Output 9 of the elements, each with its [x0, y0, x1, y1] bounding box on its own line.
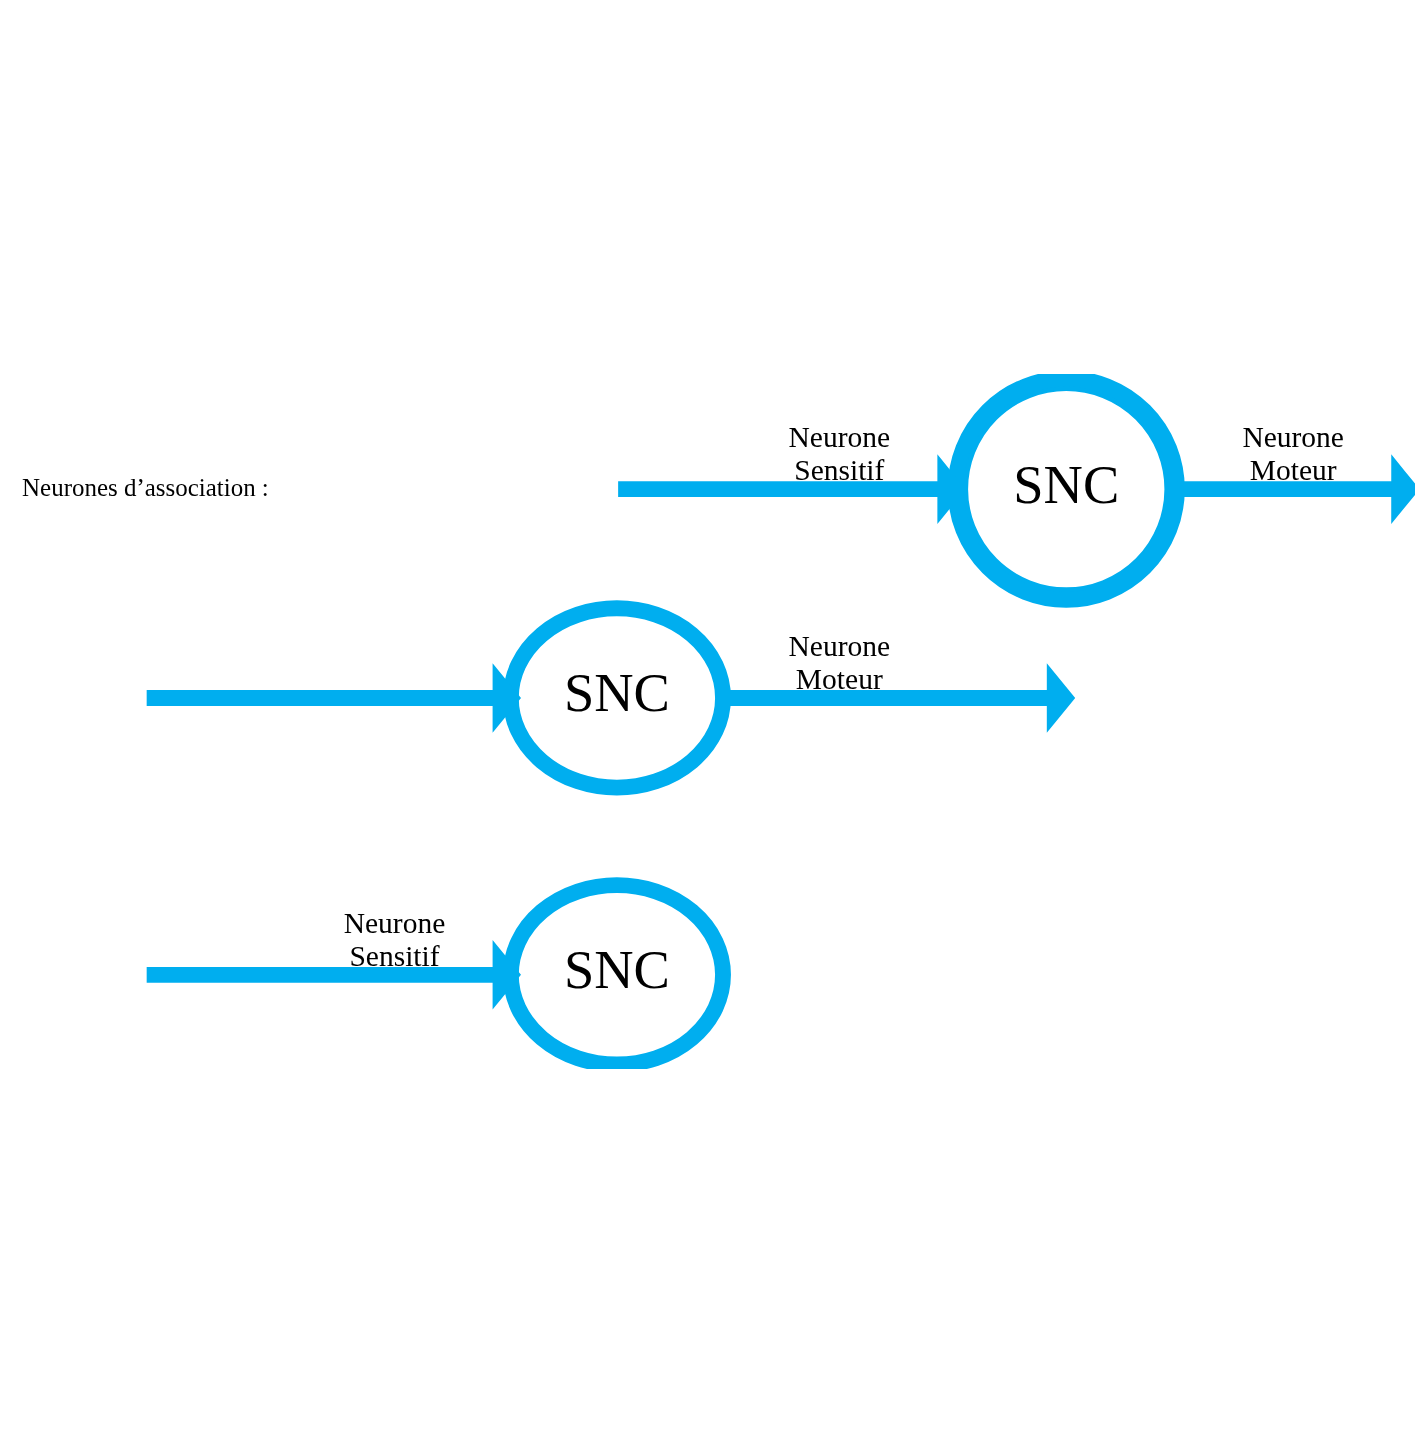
edge-label: Neurone Moteur [1242, 420, 1344, 486]
label: Neurones d’association : [22, 473, 269, 501]
edge-label: Neurone Sensitif [343, 906, 446, 972]
edge-label: Neurone Moteur [788, 629, 891, 695]
edge-label: Neurone Sensitif [788, 420, 891, 486]
arrow [146, 940, 521, 1010]
arrow [146, 663, 521, 733]
node-ellipse: SNC [502, 600, 731, 796]
node-ellipse: SNC [502, 877, 731, 1069]
